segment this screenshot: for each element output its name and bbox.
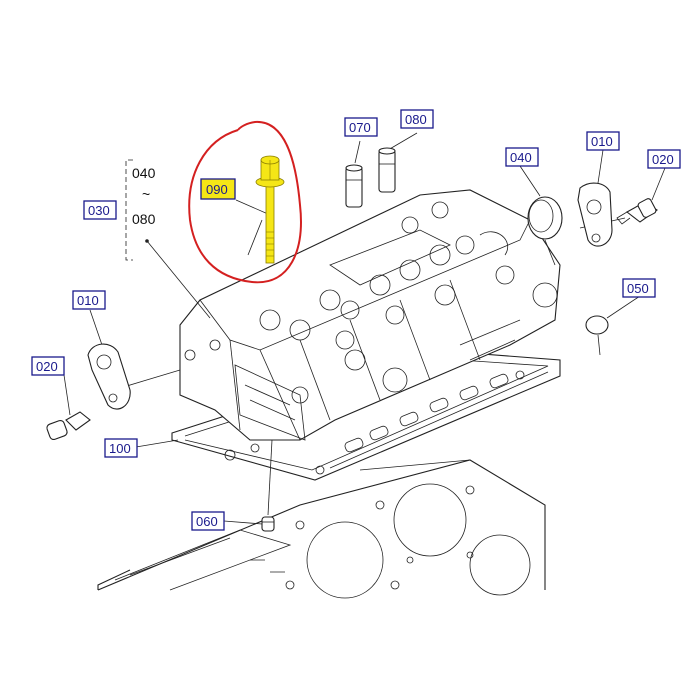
svg-text:070: 070	[349, 120, 371, 135]
callout-030[interactable]: 030	[83, 200, 117, 220]
svg-text:090: 090	[206, 182, 228, 197]
callout-090[interactable]: 090	[200, 178, 236, 200]
svg-text:010: 010	[591, 134, 613, 149]
svg-text:010: 010	[77, 293, 99, 308]
highlight-circle	[188, 120, 302, 284]
callout-060[interactable]: 060	[191, 511, 225, 531]
engine-block	[97, 459, 546, 599]
bolt-020-right	[616, 198, 658, 225]
bracket-010-left	[87, 343, 131, 410]
svg-text:020: 020	[652, 152, 674, 167]
callout-070[interactable]: 070	[344, 117, 378, 137]
callout-010-right[interactable]: 010	[586, 131, 620, 151]
valve-guide-070	[345, 164, 363, 208]
range-tilde: ~	[142, 186, 150, 202]
range-bracket	[125, 159, 149, 261]
callout-100[interactable]: 100	[104, 438, 138, 458]
callout-080[interactable]: 080	[400, 109, 434, 129]
valve-guide-080	[378, 147, 396, 193]
plug-050	[585, 315, 609, 335]
cylinder-head	[179, 189, 561, 441]
range-top-label: 040	[132, 165, 156, 181]
svg-text:050: 050	[627, 281, 649, 296]
fitting-060	[261, 516, 275, 532]
svg-text:020: 020	[36, 359, 58, 374]
callout-020-right[interactable]: 020	[647, 149, 681, 169]
leader-lines	[63, 132, 666, 525]
plug-040	[527, 196, 563, 240]
bracket-010-right	[577, 182, 613, 247]
callout-040[interactable]: 040	[505, 147, 539, 167]
svg-text:040: 040	[510, 150, 532, 165]
callout-010-left[interactable]: 010	[72, 290, 106, 310]
callout-020-left[interactable]: 020	[31, 356, 65, 376]
svg-text:030: 030	[88, 203, 110, 218]
svg-text:060: 060	[196, 514, 218, 529]
head-bolt-090	[255, 155, 285, 264]
svg-text:080: 080	[405, 112, 427, 127]
svg-text:100: 100	[109, 441, 131, 456]
bolt-020-left	[46, 411, 91, 441]
range-bottom-label: 080	[132, 211, 156, 227]
callout-050[interactable]: 050	[622, 278, 656, 298]
